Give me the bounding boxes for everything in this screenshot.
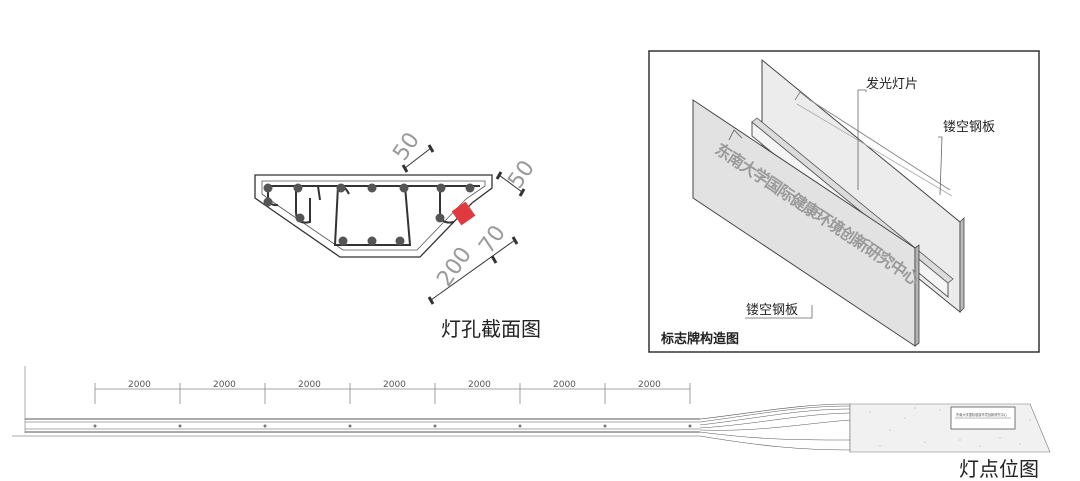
spacing-label: 2000 bbox=[468, 380, 491, 390]
rebar-dots bbox=[263, 183, 475, 246]
dimension-ticks bbox=[94, 383, 691, 404]
section-caption: 灯孔截面图 bbox=[441, 317, 541, 341]
stirrup-center bbox=[333, 185, 412, 246]
dim-50-right: 50 bbox=[503, 156, 540, 193]
light-points bbox=[93, 424, 692, 428]
dim-200: 200 bbox=[432, 243, 477, 292]
path-strip bbox=[12, 403, 851, 452]
spacing-label: 2000 bbox=[298, 380, 321, 390]
section-outline bbox=[254, 174, 493, 258]
sign-construction-panel: 东南大学国际健康环境创新研究中心 发光灯片 镂空钢板 镂空钢板 标志牌构造图 bbox=[648, 50, 1040, 353]
label-back-steel-plate: 镂空钢板 bbox=[943, 120, 995, 135]
spacing-label: 2000 bbox=[213, 380, 236, 390]
spacing-label: 2000 bbox=[128, 380, 151, 390]
light-hole-section: 50 50 70 200 灯孔截面图 bbox=[254, 128, 541, 341]
label-front-steel-plate: 镂空钢板 bbox=[746, 303, 798, 318]
spacing-label: 2000 bbox=[553, 380, 576, 390]
plan-caption: 灯点位图 bbox=[959, 457, 1039, 481]
label-light-film: 发光灯片 bbox=[866, 76, 918, 92]
dim-70: 70 bbox=[474, 221, 511, 258]
spacing-label: 2000 bbox=[383, 380, 406, 390]
light-hole-highlight bbox=[451, 201, 476, 226]
plaza-hatch bbox=[869, 407, 1031, 447]
section-dimensions bbox=[401, 144, 526, 305]
light-point-plan: 2000 2000 2000 2000 2000 2000 2000 bbox=[12, 366, 1051, 481]
spacing-label: 2000 bbox=[638, 380, 661, 390]
dim-50-top: 50 bbox=[388, 128, 425, 165]
leader-lines bbox=[745, 89, 943, 319]
sign-construction-caption: 标志牌构造图 bbox=[660, 331, 739, 347]
plan-sign-text: 东南大学国际健康环境创新研究中心 bbox=[956, 412, 1008, 417]
